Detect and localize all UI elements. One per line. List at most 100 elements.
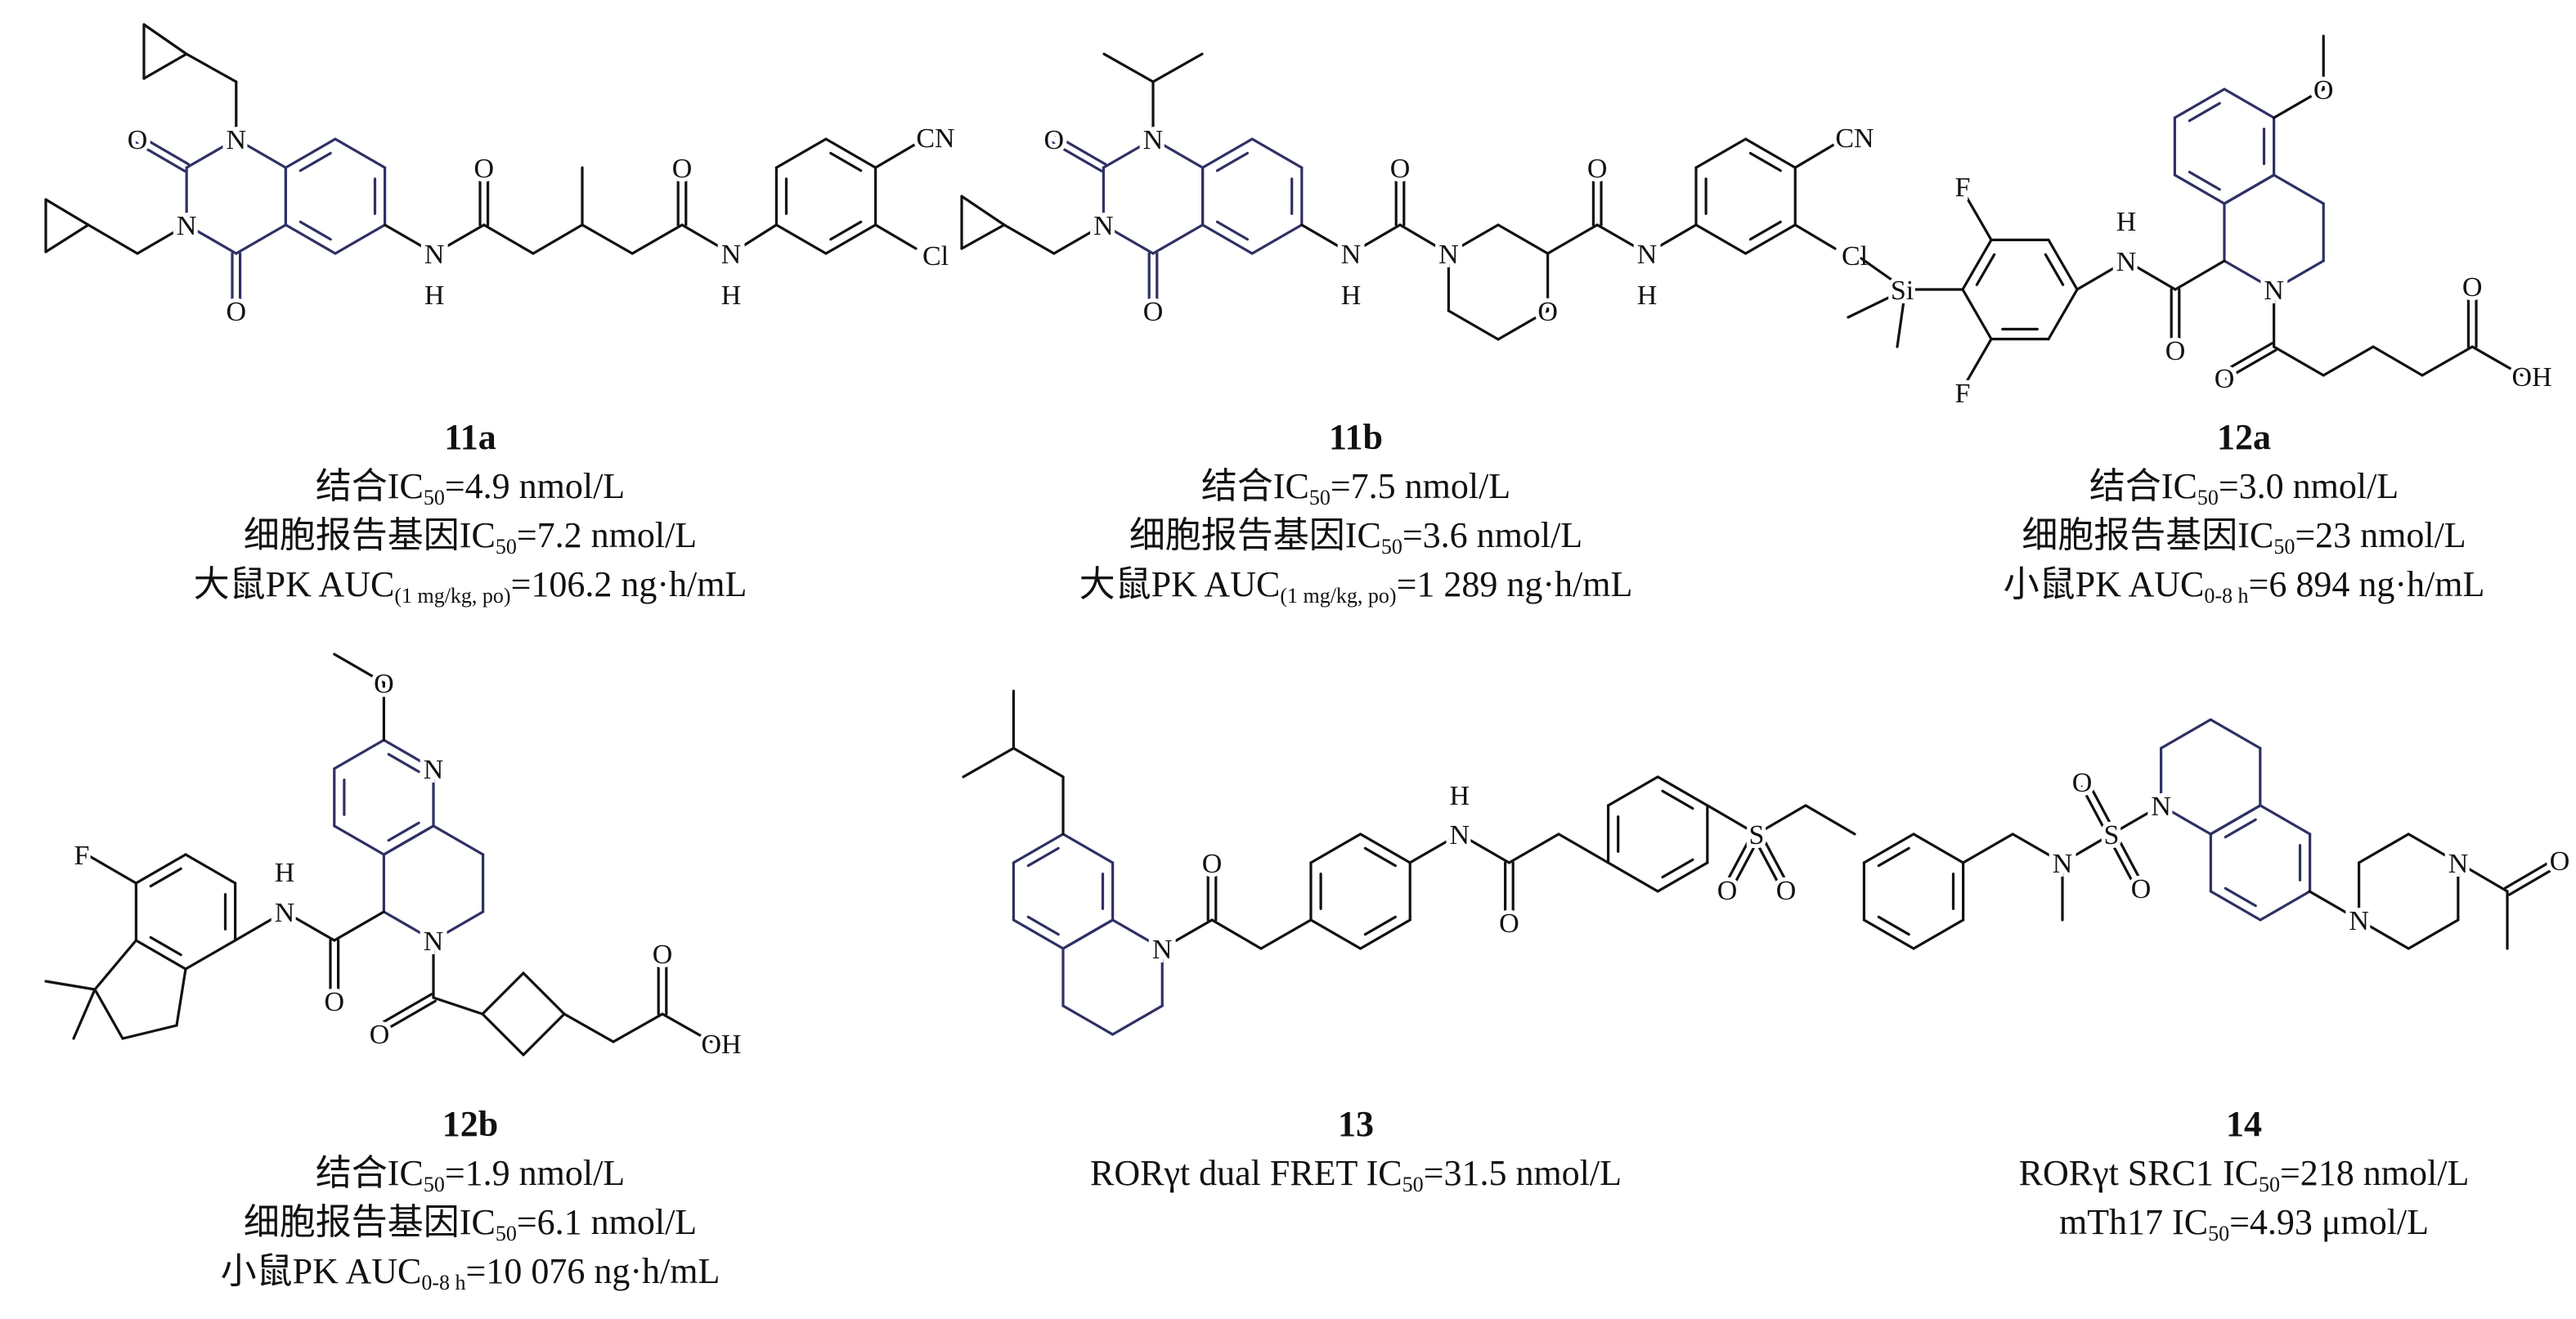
bond bbox=[631, 223, 684, 255]
bond bbox=[1804, 804, 1856, 836]
bond bbox=[1160, 918, 1214, 950]
bond bbox=[522, 1012, 566, 1057]
bond bbox=[2061, 832, 2113, 864]
bond bbox=[2188, 170, 2221, 191]
atom-label: O bbox=[2215, 364, 2235, 394]
bond bbox=[2223, 173, 2276, 205]
atom-label: F bbox=[1955, 173, 1971, 203]
bond bbox=[1050, 141, 1103, 173]
bond bbox=[1358, 832, 1411, 864]
atom-label: O bbox=[2165, 336, 2186, 366]
bond bbox=[1111, 918, 1164, 950]
bond bbox=[333, 910, 385, 942]
atom-label: O bbox=[474, 154, 495, 184]
atom-label: OH bbox=[701, 1030, 741, 1060]
atom-label: N bbox=[2116, 247, 2137, 277]
activity-line: 大鼠PK AUC(1 mg/kg, po)=106.2 ng·h/mL bbox=[61, 560, 879, 609]
atom-label: O bbox=[1143, 297, 1164, 327]
bond bbox=[1961, 189, 1993, 241]
bond bbox=[1102, 137, 1155, 169]
bond bbox=[2259, 804, 2312, 836]
atom-label: H bbox=[2116, 207, 2137, 237]
activity-pre: 小鼠PK AUC bbox=[2003, 564, 2205, 604]
bond bbox=[1860, 257, 1907, 291]
activity-line: 细胞报告基因IC50=7.2 nmol/L bbox=[61, 511, 879, 560]
bond bbox=[2174, 259, 2226, 291]
atom-label: O bbox=[128, 125, 148, 155]
bond bbox=[2125, 259, 2177, 291]
atom-label: N bbox=[424, 755, 444, 785]
activity-line: 小鼠PK AUC0-8 h=10 076 ng·h/mL bbox=[61, 1247, 879, 1296]
atom-label: O bbox=[1717, 876, 1738, 906]
activity-sub: 50 bbox=[495, 1222, 517, 1245]
bond bbox=[2503, 858, 2556, 890]
bond bbox=[234, 910, 286, 942]
atom-label: N bbox=[2448, 849, 2469, 879]
bond bbox=[333, 653, 385, 684]
bond bbox=[2407, 832, 2460, 864]
activity-post: =1 289 ng·h/mL bbox=[1396, 564, 1633, 604]
bond bbox=[184, 939, 237, 971]
bond bbox=[1507, 832, 1560, 864]
bond bbox=[1200, 223, 1254, 255]
activity-sub: 50 bbox=[423, 486, 445, 509]
bond bbox=[334, 137, 387, 169]
bond bbox=[2209, 804, 2262, 836]
activity-pre: 大鼠PK AUC bbox=[1079, 564, 1281, 604]
activity-sub: 50 bbox=[1402, 1173, 1424, 1196]
activity-pre: RORγt SRC1 IC bbox=[2018, 1153, 2259, 1193]
activity-pre: 小鼠PK AUC bbox=[220, 1251, 422, 1291]
bond bbox=[1847, 288, 1907, 319]
bond bbox=[1497, 309, 1550, 341]
bond bbox=[1102, 223, 1155, 255]
bond bbox=[1912, 832, 1965, 864]
activity-pre: 结合IC bbox=[1200, 466, 1309, 506]
bond bbox=[1758, 831, 1788, 883]
compound-number: 12a bbox=[2217, 417, 2271, 457]
bond bbox=[235, 223, 288, 255]
bond bbox=[1363, 915, 1397, 936]
bond bbox=[432, 996, 484, 1016]
activity-line: 小鼠PK AUC0-8 h=6 894 ng·h/mL bbox=[1835, 560, 2576, 609]
activity-post: =4.9 nmol/L bbox=[444, 466, 626, 506]
atom-label: O bbox=[227, 297, 247, 327]
activity-sub: 50 bbox=[2273, 535, 2296, 559]
bond bbox=[1497, 223, 1550, 255]
atom-label: N bbox=[424, 240, 445, 270]
bond bbox=[1961, 288, 1993, 341]
bond bbox=[1961, 338, 1993, 390]
bond bbox=[2372, 345, 2424, 377]
bond bbox=[2173, 87, 2226, 119]
atom-label: H bbox=[1450, 781, 1470, 811]
activity-sub: 50 bbox=[2208, 1222, 2230, 1245]
bond bbox=[522, 971, 566, 1016]
atom-label: O bbox=[2131, 874, 2152, 904]
activity-pre: 细胞报告基因IC bbox=[243, 1202, 496, 1242]
bond bbox=[1151, 137, 1205, 169]
bond bbox=[149, 867, 182, 888]
bond bbox=[1546, 223, 1599, 255]
activity-post: =10 076 ng·h/mL bbox=[465, 1251, 720, 1291]
activity-post: =3.0 nmol/L bbox=[2218, 466, 2399, 506]
atom-label: Si bbox=[1891, 276, 1914, 306]
bond bbox=[133, 141, 186, 173]
bond bbox=[1656, 775, 1709, 807]
bond bbox=[2047, 238, 2079, 291]
bond bbox=[1744, 223, 1797, 255]
activity-pre: 大鼠PK AUC bbox=[193, 564, 395, 604]
bond bbox=[960, 223, 1006, 250]
bond bbox=[1661, 789, 1694, 810]
compound-number: 12b bbox=[442, 1104, 499, 1144]
bond bbox=[2188, 101, 2221, 123]
atom-label: N bbox=[1341, 240, 1362, 270]
activity-post: =6 894 ng·h/mL bbox=[2248, 564, 2485, 604]
bond bbox=[2107, 834, 2136, 886]
activity-post: =6.1 nmol/L bbox=[516, 1202, 698, 1242]
activity-line: 细胞报告基因IC50=3.6 nmol/L bbox=[947, 511, 1765, 560]
bond bbox=[93, 939, 137, 991]
